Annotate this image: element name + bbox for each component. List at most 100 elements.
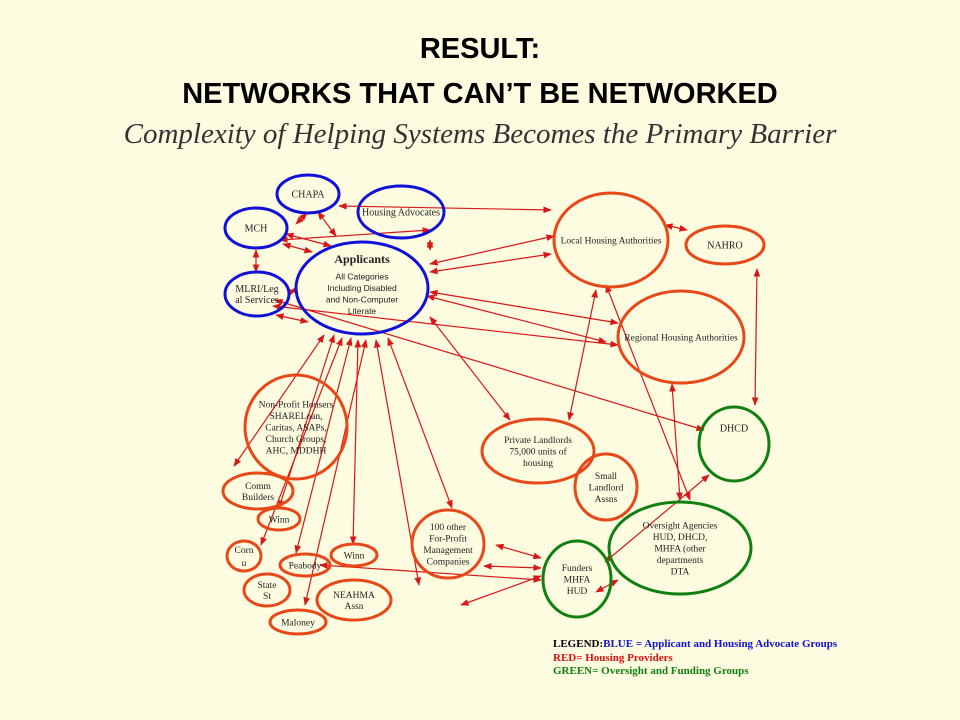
node-winn-1-label-1: Winn [269,515,290,525]
node-chapa: CHAPA [275,173,341,215]
legend-blue-text: BLUE = Applicant and Housing Advocate Gr… [603,638,838,650]
node-funders-label-2: MHFA [564,575,591,585]
connection-arrow-3 [317,211,337,237]
node-applicants-label-5: Literate [348,306,377,316]
node-comm-builders-label-2: Builders [242,493,274,503]
connection-arrow-31 [495,543,542,560]
node-funders-ellipse [541,539,613,619]
node-hundred-other-label-3: Management [423,546,473,556]
connection-arrow-12 [282,242,313,254]
node-local-housing: Local Housing Authorities [552,191,670,289]
node-oversight-label-4: departments [657,556,704,566]
connection-arrow-21 [751,268,761,406]
node-dhcd: DHCD [697,405,771,483]
node-mlri-ellipse [223,270,291,318]
connection-arrow-22 [669,383,683,501]
node-non-profit-label-1: Non-Profit Housers [259,399,334,410]
connection-arrow-15 [274,298,705,432]
connection-arrow-8 [429,234,555,266]
node-chapa-ellipse [275,173,341,215]
node-non-profit-ellipse [243,373,349,481]
node-dhcd-ellipse [697,405,771,483]
node-peabody: Peabody [278,552,332,578]
node-nahro-label-1: NAHRO [707,241,743,252]
node-non-profit-label-4: Church Groups, [266,435,327,445]
node-comm-builders-label-1: Comm [245,482,271,492]
node-winn-1: Winn [256,506,302,532]
node-state-st-label-2: St [263,592,271,602]
node-housing-advocates-ellipse [356,184,446,240]
legend-blue-row: LEGEND:BLUE = Applicant and Housing Advo… [553,638,837,652]
legend: LEGEND:BLUE = Applicant and Housing Advo… [553,638,837,679]
node-small-landlord-label-2: Landlord [589,483,624,493]
node-state-st-ellipse [242,572,292,608]
node-oversight-label-3: MHFA (other [654,543,706,554]
connection-arrow-36 [595,579,619,593]
node-comm-builders-ellipse [221,471,295,511]
node-hundred-other-ellipse [410,508,486,580]
node-applicants-label-3: Including Disabled [327,283,397,293]
node-non-profit-label-3: Caritas, ASAPs, [265,423,327,433]
node-applicants-label-4: and Non-Computer [326,295,398,305]
connection-arrow-35 [604,474,710,563]
legend-green-row: GREEN= Oversight and Funding Groups [553,665,749,677]
node-maloney-ellipse [268,608,328,636]
node-chapa-label-1: CHAPA [292,190,326,201]
node-mlri-label-2: al Services [235,295,279,306]
node-regional-housing-label-1: Regional Housing Authorities [624,333,738,343]
node-mch: MCH [223,206,289,250]
node-funders-label-3: HUD [567,587,588,597]
node-dhcd-label-1: DHCD [720,424,748,435]
connection-arrow-16 [429,316,511,421]
connection-arrow-9 [429,251,552,275]
node-neahma-label-2: Assn [344,602,363,612]
node-small-landlord-label-3: Assns [595,495,618,505]
node-housing-advocates-label-1: Housing Advocates [362,208,440,219]
node-applicants-label-1: Applicants [334,252,390,266]
node-applicants-label-2: All Categories [336,272,389,282]
node-maloney-label-1: Maloney [281,618,315,628]
title-line-2: NETWORKS THAT CAN’T BE NETWORKED [182,78,778,110]
node-small-landlord-ellipse [573,452,639,522]
node-hundred-other-label-4: Companies [427,558,470,568]
node-hundred-other-label-2: For-Profit [429,534,467,545]
node-corn-label-2: u [242,559,247,569]
title-line-1: RESULT: [419,33,541,65]
connection-arrow-28 [303,339,368,606]
node-mch-label-1: MCH [245,224,268,235]
connection-arrow-30 [387,337,453,509]
node-maloney: Maloney [268,608,328,636]
node-nahro: NAHRO [684,224,766,266]
node-private-landlords-label-2: 75,000 units of [509,446,567,457]
node-peabody-label-1: Peabody [289,561,322,571]
node-corn-label-1: Corn [235,546,254,556]
node-non-profit-label-5: AHC, MDDHH [266,446,327,456]
node-oversight-label-1: Oversight Agencies [643,521,718,531]
node-winn-2-ellipse [329,542,379,568]
node-small-landlord-label-1: Small [595,472,618,482]
node-private-landlords-label-1: Private Landlords [504,436,572,446]
node-hundred-other-label-1: 100 other [430,523,467,533]
subtitle: Complexity of Helping Systems Becomes th… [123,118,837,150]
node-regional-housing: Regional Housing Authorities [616,289,746,385]
node-applicants-ellipse [294,240,430,336]
node-local-housing-ellipse [552,191,670,289]
node-oversight-ellipse [607,500,753,596]
node-regional-housing-ellipse [616,289,746,385]
node-corn-ellipse [225,539,263,573]
node-neahma-label-1: NEAHMA [333,591,375,601]
node-peabody-ellipse [278,552,332,578]
connection-arrow-5 [279,227,431,243]
node-oversight-label-2: HUD, DHCD, [653,533,708,543]
connection-arrow-18 [567,289,598,421]
